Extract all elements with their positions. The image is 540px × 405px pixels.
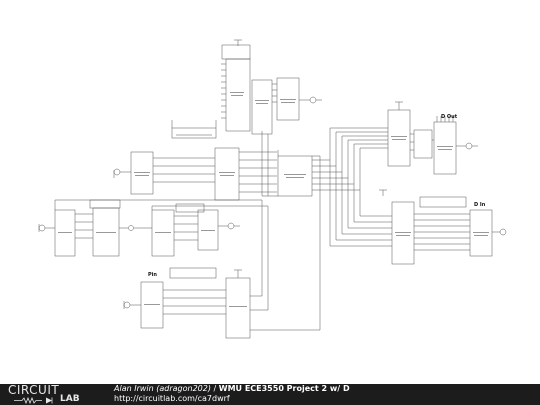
schematic-canvas[interactable]: D Out D In Pin [0, 0, 540, 384]
author-name[interactable]: Alan Irwin (adragon202) [114, 384, 211, 393]
logo-text-lab: LAB [60, 394, 80, 404]
circuitlab-logo[interactable]: CIRCUIT LAB [8, 384, 92, 405]
schematic-diagram: D Out D In Pin [38, 39, 507, 339]
label-d-out: D Out [441, 114, 458, 120]
project-title[interactable]: WMU ECE3550 Project 2 w/ D [218, 384, 350, 393]
footer-bar: CIRCUIT LAB Alan Irwin (adragon202) / WM… [0, 384, 540, 405]
ic-left-register [130, 151, 154, 195]
ic-dout-decoder [433, 121, 457, 175]
ic-top-decoder [272, 77, 310, 121]
ic-pin-register [225, 277, 251, 339]
ic-center-control [214, 147, 240, 201]
ic-din-buffer [469, 209, 493, 257]
credit-separator: / [210, 384, 219, 393]
label-d-in: D In [474, 202, 486, 208]
label-pin: Pin [148, 272, 157, 278]
resistor-logo-icon [14, 397, 53, 404]
ic-top-counter [251, 79, 273, 135]
logo-text-circuit: CIRCUIT [8, 383, 60, 397]
ic-mid-a [151, 209, 175, 257]
ic-dout-latch [413, 129, 433, 159]
ic-dout-register [387, 109, 411, 167]
ic-din-register [391, 201, 415, 265]
project-credit: Alan Irwin (adragon202) / WMU ECE3550 Pr… [114, 384, 350, 394]
project-url-link[interactable]: http://circuitlab.com/ca7dwrf [114, 394, 230, 403]
ic-left-a [54, 209, 76, 257]
ic-main-controller [277, 155, 313, 197]
ic-mid-b [197, 209, 219, 251]
